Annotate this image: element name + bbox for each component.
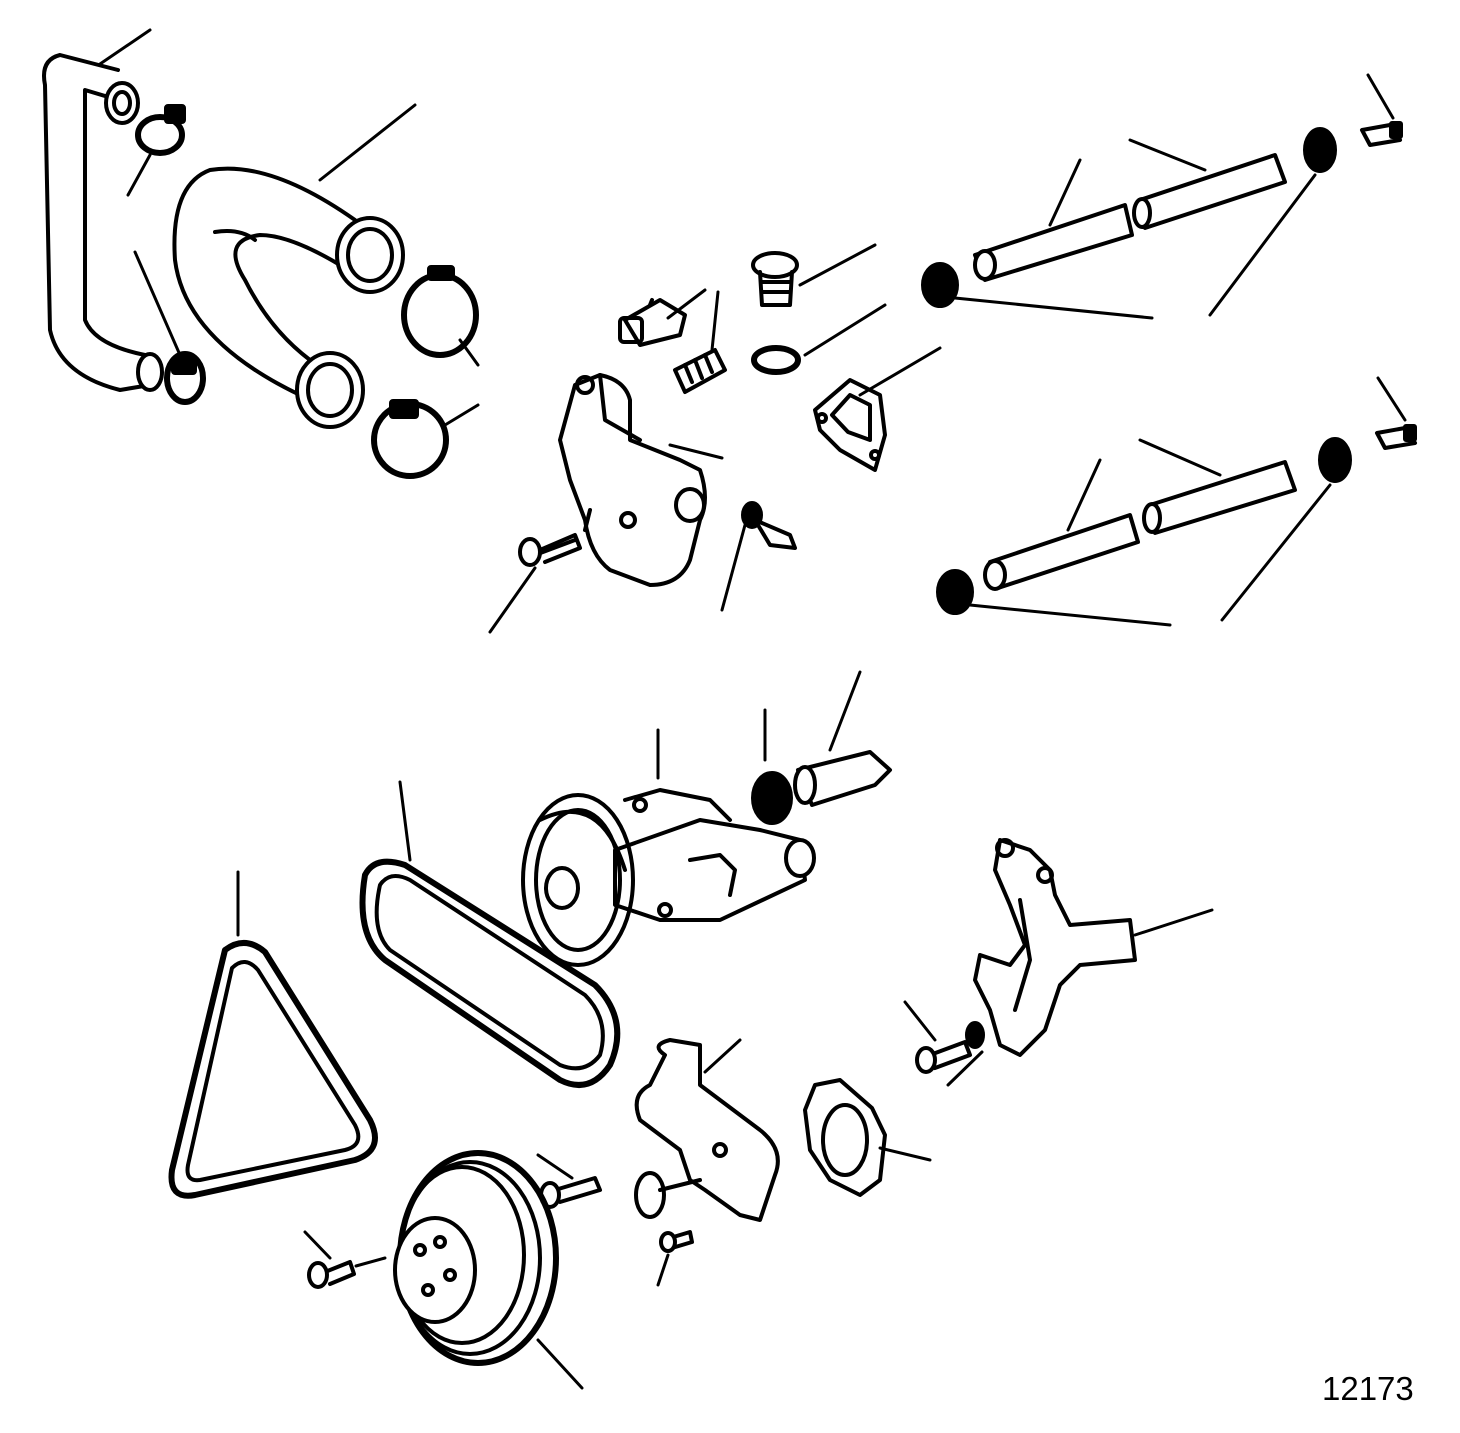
washer — [965, 1021, 985, 1049]
leader-line — [303, 1230, 332, 1260]
housing-screw — [659, 1230, 694, 1253]
tube-connector — [1303, 127, 1337, 173]
leader-line — [1066, 458, 1102, 532]
figure-number: 12173 — [1322, 1370, 1414, 1407]
elbow-fitting — [618, 298, 687, 347]
leader-line — [458, 338, 480, 367]
drain-plug — [1360, 121, 1403, 147]
temperature-sender — [741, 501, 797, 550]
bolt — [518, 533, 582, 567]
leader-line — [1376, 376, 1407, 422]
drain-plug — [1375, 424, 1417, 450]
threaded-nipple — [673, 348, 727, 394]
leader-line — [536, 1338, 584, 1390]
leader-line — [443, 403, 480, 427]
coolant-tube-upper-right — [1132, 153, 1287, 230]
tube-connector — [936, 569, 974, 615]
leader-line — [703, 1038, 742, 1074]
tube-connector — [1318, 437, 1352, 483]
v-belt — [168, 940, 378, 1199]
serpentine-belt — [359, 858, 621, 1088]
coolant-tube-lower-right — [1142, 460, 1297, 535]
leader-line — [1048, 158, 1082, 227]
leader-line — [953, 296, 1154, 320]
u-shaped-water-hose — [172, 166, 405, 429]
leader-line — [720, 523, 747, 612]
pump-inlet-housing — [634, 1038, 780, 1222]
hose-clamp — [401, 265, 479, 358]
water-pump — [544, 788, 816, 922]
leader-line — [536, 1153, 574, 1180]
leader-line — [98, 28, 152, 66]
leader-line — [318, 103, 417, 182]
leader-line — [710, 290, 720, 352]
thermostat-gasket — [813, 378, 887, 472]
leader-line — [1220, 483, 1332, 622]
leader-line — [656, 1253, 670, 1287]
coolant-tube-lower-left — [983, 513, 1140, 591]
pulley-bolt — [307, 1260, 356, 1289]
crankshaft-pulley — [393, 1150, 559, 1366]
leader-line — [354, 1256, 387, 1268]
thermostat — [751, 251, 799, 307]
thermostat-seal — [751, 345, 801, 375]
leader-line — [1366, 73, 1395, 120]
mounting-bracket — [973, 838, 1137, 1057]
coolant-tube-upper-left — [973, 203, 1134, 282]
leader-line — [798, 243, 877, 287]
leader-line — [858, 346, 942, 397]
hose-clamp — [371, 399, 449, 479]
leader-line — [968, 603, 1172, 627]
hose-clamp — [164, 351, 206, 405]
leader-line — [1208, 173, 1317, 317]
leader-line — [668, 443, 724, 460]
leader-line — [803, 303, 887, 357]
short-hose — [793, 750, 892, 807]
housing-bolt — [539, 1176, 602, 1209]
thermostat-housing — [558, 373, 707, 587]
leader-line — [488, 566, 537, 634]
hose-connector — [751, 771, 793, 825]
leader-line — [1133, 908, 1214, 937]
leader-line — [878, 1146, 932, 1162]
leader-line — [133, 250, 182, 357]
leader-line — [1128, 138, 1207, 172]
leader-line — [946, 1050, 984, 1087]
bracket-bolt — [915, 1040, 972, 1074]
small-bypass-hose — [42, 53, 164, 392]
leader-line — [126, 153, 152, 197]
leader-line — [398, 780, 412, 862]
tube-connector — [921, 262, 959, 308]
leader-line — [903, 1000, 937, 1042]
leader-line — [828, 670, 862, 752]
inlet-gasket — [803, 1078, 887, 1197]
leader-line — [666, 288, 707, 320]
hose-clamp — [135, 104, 186, 156]
leader-line — [1138, 438, 1222, 477]
